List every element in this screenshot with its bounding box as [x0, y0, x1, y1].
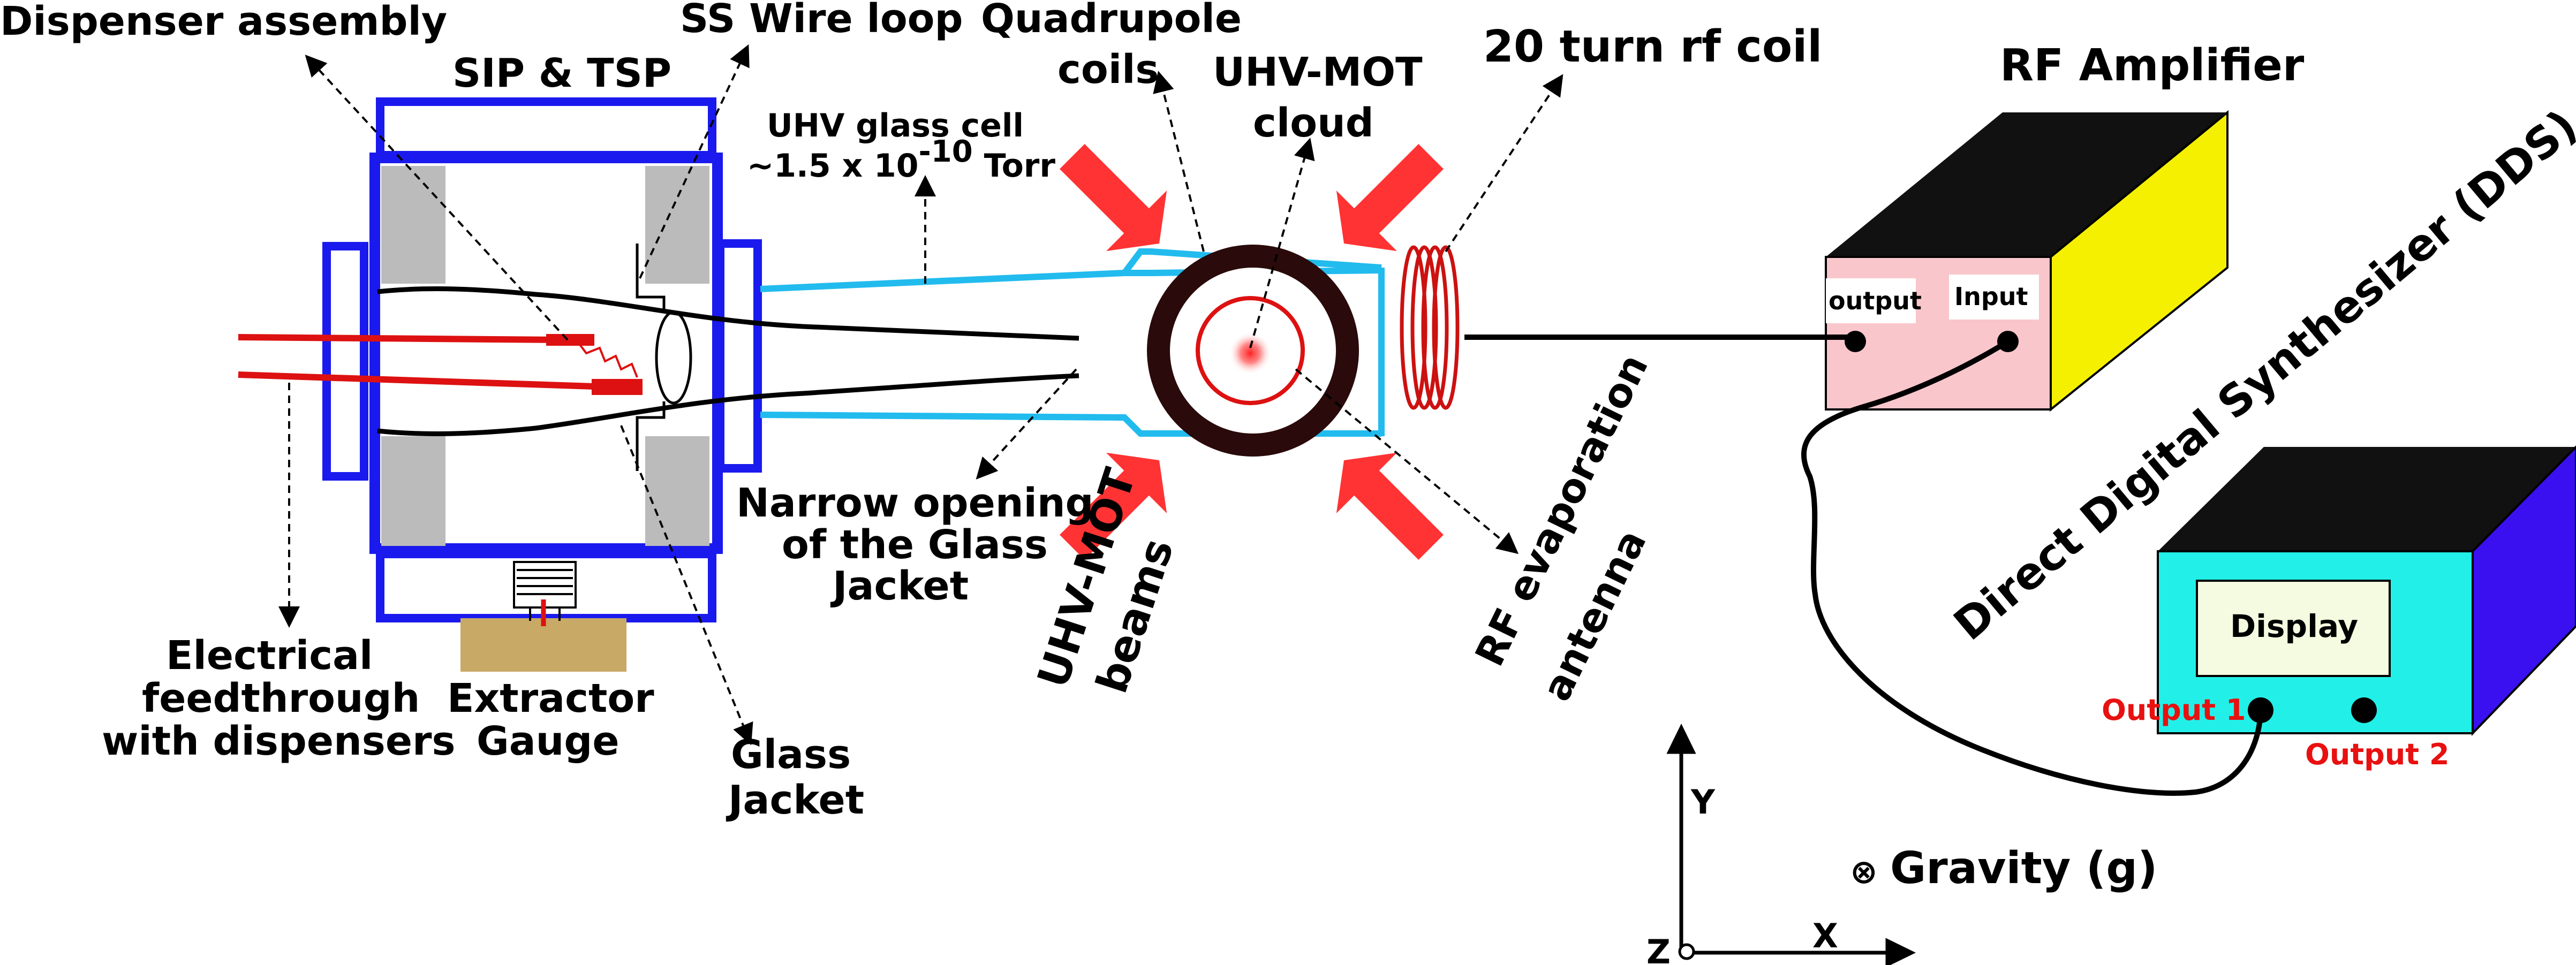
dispenser-upper: [546, 334, 594, 346]
quadrupole-label-1: Quadrupole: [981, 0, 1242, 42]
gravity-label: Gravity (g): [1890, 843, 2158, 894]
narrow-opening-pointer: [976, 368, 1077, 480]
amp-output-label: output: [1829, 286, 1922, 315]
extractor-gauge-label-1: Extractor: [447, 675, 654, 721]
quadrupole-pointer: [1153, 71, 1205, 252]
dds-display: [2196, 580, 2391, 677]
vacuum-chamber: [322, 97, 762, 622]
rf-coil-pointer: [1445, 74, 1563, 253]
mot-cloud-label-1: UHV-MOT: [1213, 49, 1423, 95]
narrow-opening-label-1: Narrow opening: [736, 480, 1094, 526]
rf-antenna-pointer: [1295, 368, 1519, 554]
beam-arrow-top-left: [1060, 144, 1167, 252]
mot-cloud-label-2: cloud: [1253, 100, 1374, 146]
dds-output2-label: Output 2: [2305, 738, 2449, 771]
dds-top-face: [2158, 447, 2576, 551]
feedthrough-label-3: with dispensers: [102, 718, 456, 764]
glass-jacket-pointer: [620, 425, 753, 746]
beam-arrow-bottom-left: [1060, 452, 1167, 560]
glass-cell-label-1: UHV glass cell: [767, 107, 1024, 145]
z-axis-origin: [1678, 943, 1695, 960]
pointer-arrows: [278, 44, 1563, 746]
sip-tsp-top-flange: [376, 97, 716, 159]
pump-block-top-right: [645, 166, 709, 284]
rf-antenna-label-1: RF evaporation: [1467, 347, 1657, 673]
feedthrough-label-1: Electrical: [166, 633, 373, 679]
coordinate-axes: [1666, 724, 1916, 965]
dds-display-label: Display: [2230, 608, 2358, 644]
mot-beam-arrows: [1060, 144, 1444, 560]
quadrupole-coil: [1147, 245, 1359, 457]
glass-jacket-label-1: Glass: [731, 732, 851, 778]
rf-coil: [1400, 245, 1460, 410]
cables: [1464, 335, 2263, 796]
narrow-opening-label-3: Jacket: [830, 563, 969, 609]
right-viewport-flange: [716, 239, 762, 473]
dispenser-wires: [238, 334, 643, 395]
rf-amplifier-label: RF Amplifier: [2000, 40, 2305, 91]
pump-block-top-left: [381, 166, 445, 284]
sip-tsp-label: SIP & TSP: [452, 50, 671, 96]
dds-unit: [2157, 445, 2576, 736]
glass-jacket: [377, 286, 1079, 436]
axis-y-label: Y: [1690, 782, 1716, 822]
dispenser-lower: [592, 379, 643, 395]
left-feedthrough-flange: [322, 242, 368, 481]
amp-top-face: [1826, 112, 2227, 257]
dds-output1-label: Output 1: [2102, 693, 2246, 727]
rf-coil-label: 20 turn rf coil: [1483, 21, 1822, 72]
ss-wire-loop-pointer: [639, 44, 750, 279]
dds-output2-port: [2351, 697, 2377, 723]
gauge-base: [460, 618, 626, 672]
dds-to-amp-cable: [1801, 339, 2263, 796]
gravity-icon: ⊗: [1850, 852, 1878, 891]
beam-arrow-top-right: [1336, 144, 1444, 252]
narrow-opening-label-2: of the Glass: [782, 522, 1048, 568]
pump-block-bottom-right: [645, 436, 709, 546]
pump-block-bottom-left: [381, 436, 445, 546]
extractor-gauge-label-2: Gauge: [477, 718, 620, 764]
glass-cell-label-2: ~1.5 x 10-10 Torr: [747, 134, 1055, 185]
ss-wire-loop: [636, 244, 692, 471]
glass-jacket-label-2: Jacket: [726, 777, 864, 823]
axis-z-label: Z: [1646, 932, 1671, 965]
feedthrough-label-2: feedthrough: [142, 675, 420, 721]
beam-arrow-bottom-right: [1336, 452, 1444, 560]
axis-x-label: X: [1812, 916, 1838, 955]
mot-cloud: [1229, 332, 1272, 375]
quadrupole-label-2: coils: [1057, 47, 1159, 93]
amp-input-label: Input: [1954, 282, 2028, 311]
output-port: [1845, 331, 1866, 352]
dispenser-assembly-label: Dispenser assembly: [0, 0, 447, 44]
ss-wire-loop-label: SS Wire loop: [680, 0, 963, 42]
mot-region-ring: [1196, 296, 1305, 405]
extractor-gauge: [460, 561, 626, 672]
mot-cloud-pointer: [1249, 138, 1315, 348]
rf-amplifier: [1825, 110, 2228, 412]
